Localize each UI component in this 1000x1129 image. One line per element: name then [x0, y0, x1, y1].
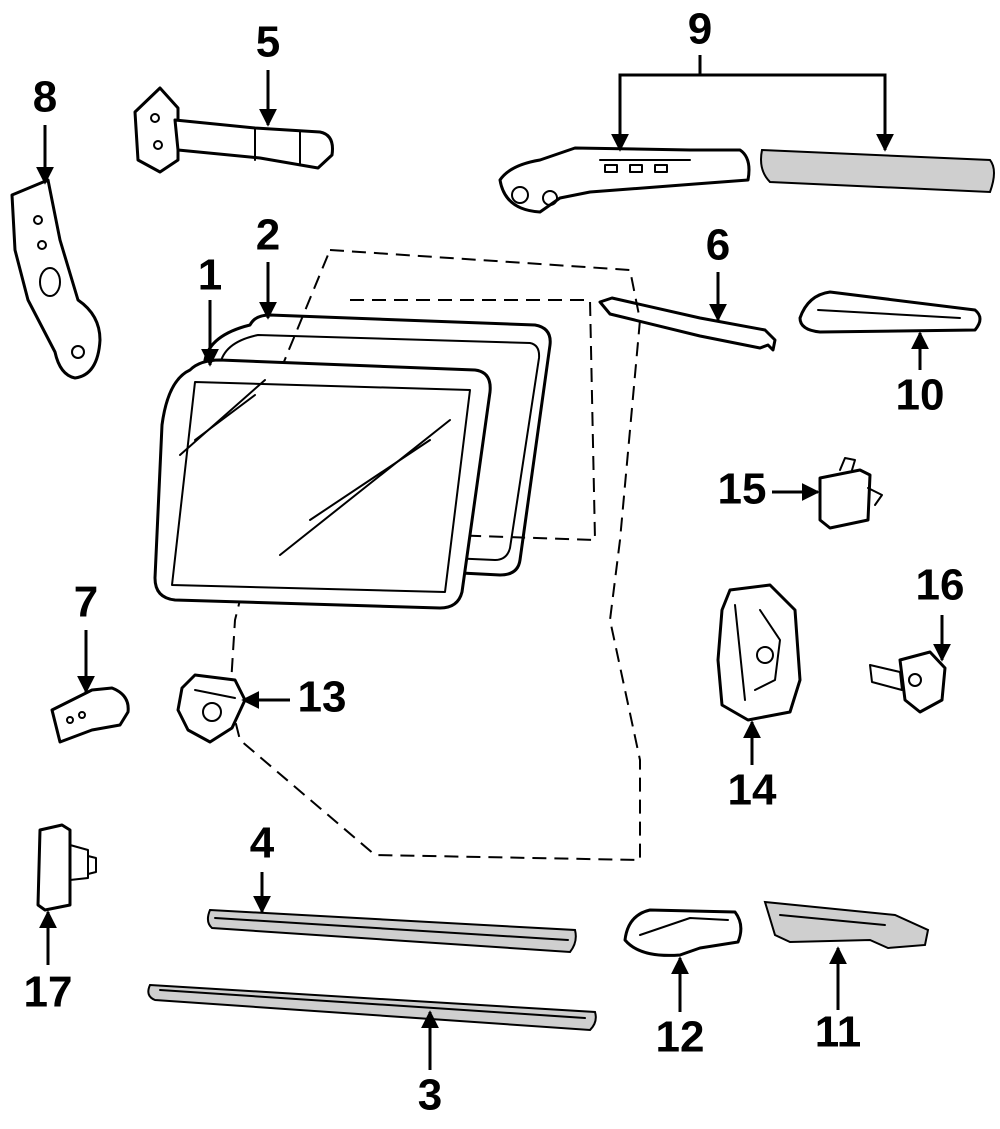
callout-6: 6: [706, 221, 730, 270]
callout-13: 13: [298, 673, 347, 722]
leader-9: [611, 55, 702, 152]
part-10-handle-bezel: [798, 290, 982, 334]
part-8-hinge-bracket: [10, 178, 102, 380]
part-4-belt-molding: [206, 908, 577, 954]
callout-14: 14: [728, 766, 777, 815]
part-5-hinge: [133, 86, 334, 174]
part-14-latch: [716, 583, 802, 722]
leader-lines: [36, 55, 951, 1070]
callout-2: 2: [256, 211, 280, 260]
part-1-glass: [153, 358, 492, 610]
callout-17: 17: [24, 968, 73, 1017]
callout-16: 16: [916, 561, 965, 610]
part-6-rod: [598, 296, 777, 352]
callout-labels: 1 2 3 4 5 6 7 8 9 10 11 12 13 14 15 16 1…: [24, 5, 965, 1120]
part-7-check-bracket: [50, 686, 130, 744]
callout-8: 8: [33, 73, 57, 122]
part-15-actuator: [818, 457, 883, 530]
part-13-catch: [176, 673, 247, 744]
part-9-upper-track: [498, 146, 995, 214]
callout-1: 1: [198, 251, 222, 300]
part-17-switch: [36, 823, 97, 912]
callout-4: 4: [250, 819, 275, 868]
callout-15: 15: [718, 465, 767, 514]
leader-9b: [700, 73, 894, 152]
part-3-belt-molding: [147, 983, 597, 1032]
callout-9: 9: [688, 5, 712, 54]
part-11-armrest: [763, 900, 930, 950]
part-16-lock-cylinder: [869, 650, 947, 714]
callout-3: 3: [418, 1071, 442, 1120]
callout-7: 7: [74, 578, 98, 627]
part-12-trim: [623, 908, 743, 957]
callout-12: 12: [656, 1013, 705, 1062]
callout-10: 10: [896, 371, 945, 420]
callout-5: 5: [256, 18, 280, 67]
callout-11: 11: [815, 1008, 862, 1057]
